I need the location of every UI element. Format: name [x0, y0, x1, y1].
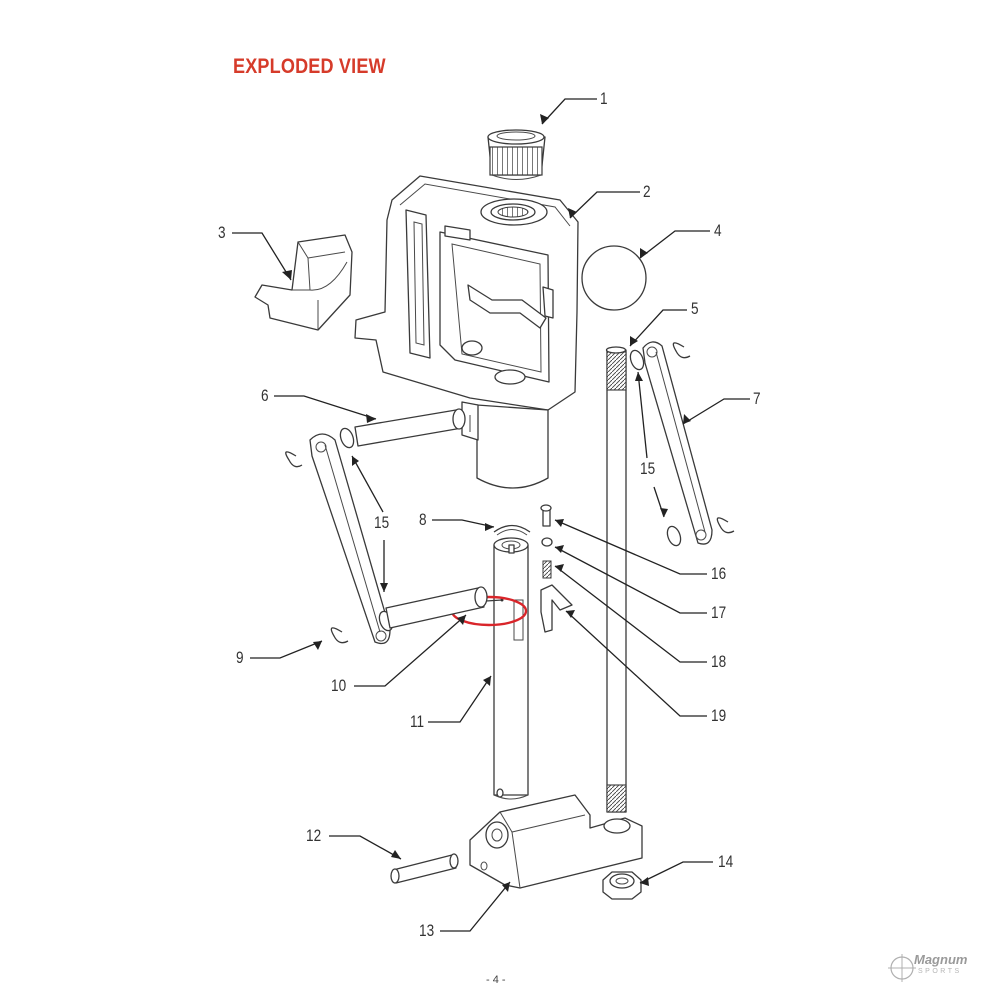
- part-7-right-link: [642, 341, 713, 545]
- callout-13: 13: [419, 921, 435, 940]
- callout-15-right: 15: [640, 459, 656, 478]
- callout-2: 2: [643, 182, 651, 201]
- callout-14: 14: [718, 852, 734, 871]
- part-11-ram: [493, 537, 529, 800]
- leader-lines: [232, 98, 750, 932]
- brand-logo: Magnum SPORTS: [888, 948, 993, 988]
- callout-1: 1: [600, 89, 608, 108]
- callout-16: 16: [711, 564, 727, 583]
- callout-19: 19: [711, 706, 727, 725]
- part-5-tie-rod: [605, 346, 627, 813]
- part-6-upper-pin: [354, 408, 466, 447]
- part-8-snap-ring: [493, 524, 531, 536]
- part-12-base-pin: [390, 853, 459, 884]
- callout-7: 7: [753, 389, 761, 408]
- part-9-e-clips: [285, 342, 735, 644]
- callout-3: 3: [218, 223, 226, 242]
- callout-18: 18: [711, 652, 727, 671]
- callout-9: 9: [236, 648, 244, 667]
- part-17-ring: [541, 537, 553, 547]
- callout-8: 8: [419, 510, 427, 529]
- logo-sub: SPORTS: [918, 968, 962, 975]
- part-4-ball: [581, 245, 647, 311]
- part-19-hook: [540, 584, 573, 633]
- lower-link-pin: [385, 586, 488, 629]
- callout-10: 10: [331, 676, 347, 695]
- part-13-base: [469, 794, 643, 889]
- callout-17: 17: [711, 603, 727, 622]
- callout-4: 4: [714, 221, 722, 240]
- page-number: - 4 -: [486, 974, 506, 986]
- left-link: [309, 433, 391, 645]
- callout-5: 5: [691, 299, 699, 318]
- crosshair-icon: [888, 954, 916, 982]
- part-3-tray: [254, 234, 353, 331]
- part-1-bushing: [487, 129, 546, 180]
- callout-11: 11: [410, 712, 425, 731]
- callout-15-left: 15: [374, 513, 390, 532]
- part-18-spring: [542, 560, 552, 579]
- logo-word: Magnum: [914, 952, 968, 967]
- part-16-screw: [540, 504, 552, 527]
- callout-12: 12: [306, 826, 322, 845]
- page-title: EXPLODED VIEW: [233, 55, 386, 78]
- callout-6: 6: [261, 386, 269, 405]
- part-14-hex-nut: [602, 871, 642, 900]
- part-2-press-frame: [354, 175, 579, 489]
